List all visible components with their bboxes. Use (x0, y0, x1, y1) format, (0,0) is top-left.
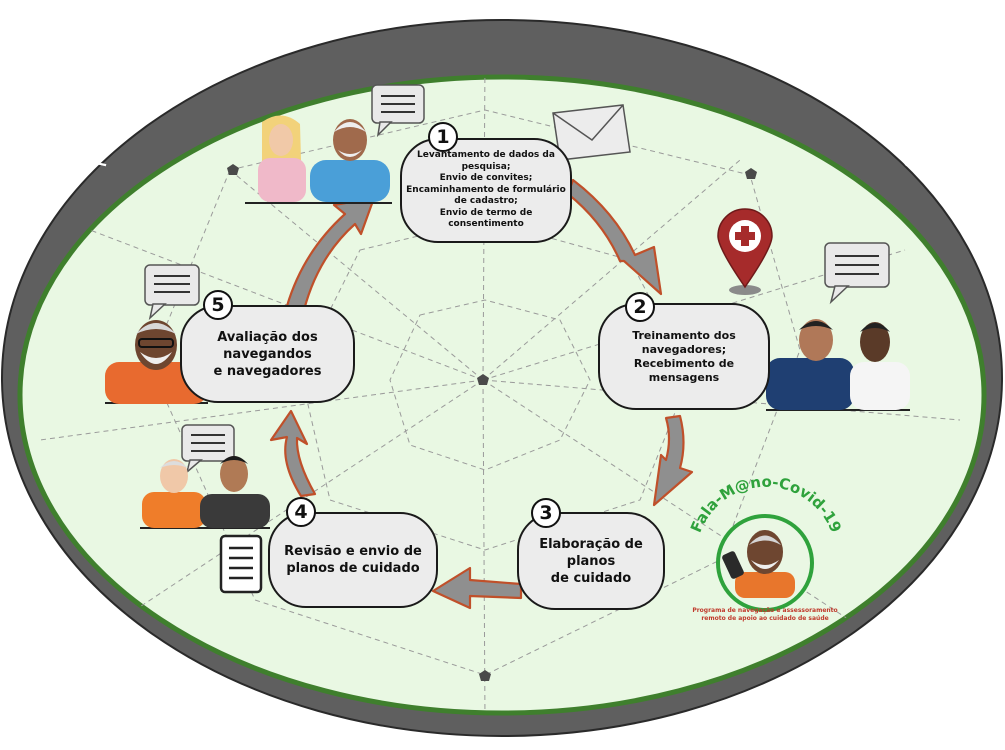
step-4-number: 4 (286, 497, 316, 527)
step-1-box: Levantamento de dados da pesquisa; Envio… (400, 138, 572, 243)
cycle-arrows (269, 178, 694, 610)
step-2-number: 2 (625, 292, 655, 322)
step-2-line: Recebimento de mensagens (633, 356, 735, 384)
step-5-box: Avaliação dos navegandos e navegadores (180, 305, 355, 403)
step-3-line: de cuidado (550, 570, 632, 586)
chat-bubble-icon (824, 242, 890, 305)
step-5-line: Avaliação dos (217, 329, 318, 345)
step-5-line: navegandos (223, 346, 312, 362)
arrow-5-to-1 (285, 196, 376, 312)
health-location-pin-icon (717, 208, 773, 295)
people-illustration-step-4 (140, 456, 270, 529)
logo-tagline-line-1: Programa de navegação e assessoramento (692, 607, 837, 614)
step-5-number: 5 (203, 290, 233, 320)
chat-bubble-icon (181, 424, 235, 475)
step-1-line: Levantamento de dados da pesquisa; (417, 150, 555, 172)
step-3-box: Elaboração de planos de cuidado (517, 512, 665, 610)
chat-bubble-icon (371, 84, 425, 138)
step-2-box: Treinamento dos navegadores; Recebimento… (598, 303, 770, 410)
step-3-number: 3 (531, 498, 561, 528)
step-5-line: e navegadores (213, 363, 322, 379)
arrow-2-to-3 (652, 414, 694, 507)
step-1-number: 1 (428, 122, 458, 152)
document-icon (219, 534, 263, 594)
people-illustration-step-1 (245, 115, 392, 204)
arrow-1-to-2 (566, 178, 663, 296)
step-1-line: de cadastro; (454, 196, 518, 207)
step-2-line: Treinamento dos (632, 328, 736, 342)
envelope-icon (552, 104, 631, 161)
logo-tagline-line-2: remoto de apoio ao cuidado de saúde (701, 615, 828, 622)
step-3-line: Elaboração de planos (539, 536, 643, 569)
people-illustration-step-2 (766, 319, 910, 411)
step-4-line: Revisão e envio de (284, 544, 422, 559)
chat-bubble-icon (144, 264, 200, 321)
step-2-line: navegadores; (641, 342, 727, 356)
step-1-line: Encaminhamento de formulário (406, 184, 566, 195)
step-4-box: Revisão e envio de planos de cuidado (268, 512, 438, 608)
people-illustration-step-5 (105, 320, 208, 404)
web-nodes (227, 164, 757, 681)
step-4-line: planos de cuidado (286, 561, 420, 576)
arrow-3-to-4 (431, 566, 523, 610)
arrow-4-to-5 (269, 409, 317, 498)
step-1-line: Envio de convites; (439, 173, 533, 184)
step-1-line: Envio de termo de consentimento (439, 207, 533, 230)
